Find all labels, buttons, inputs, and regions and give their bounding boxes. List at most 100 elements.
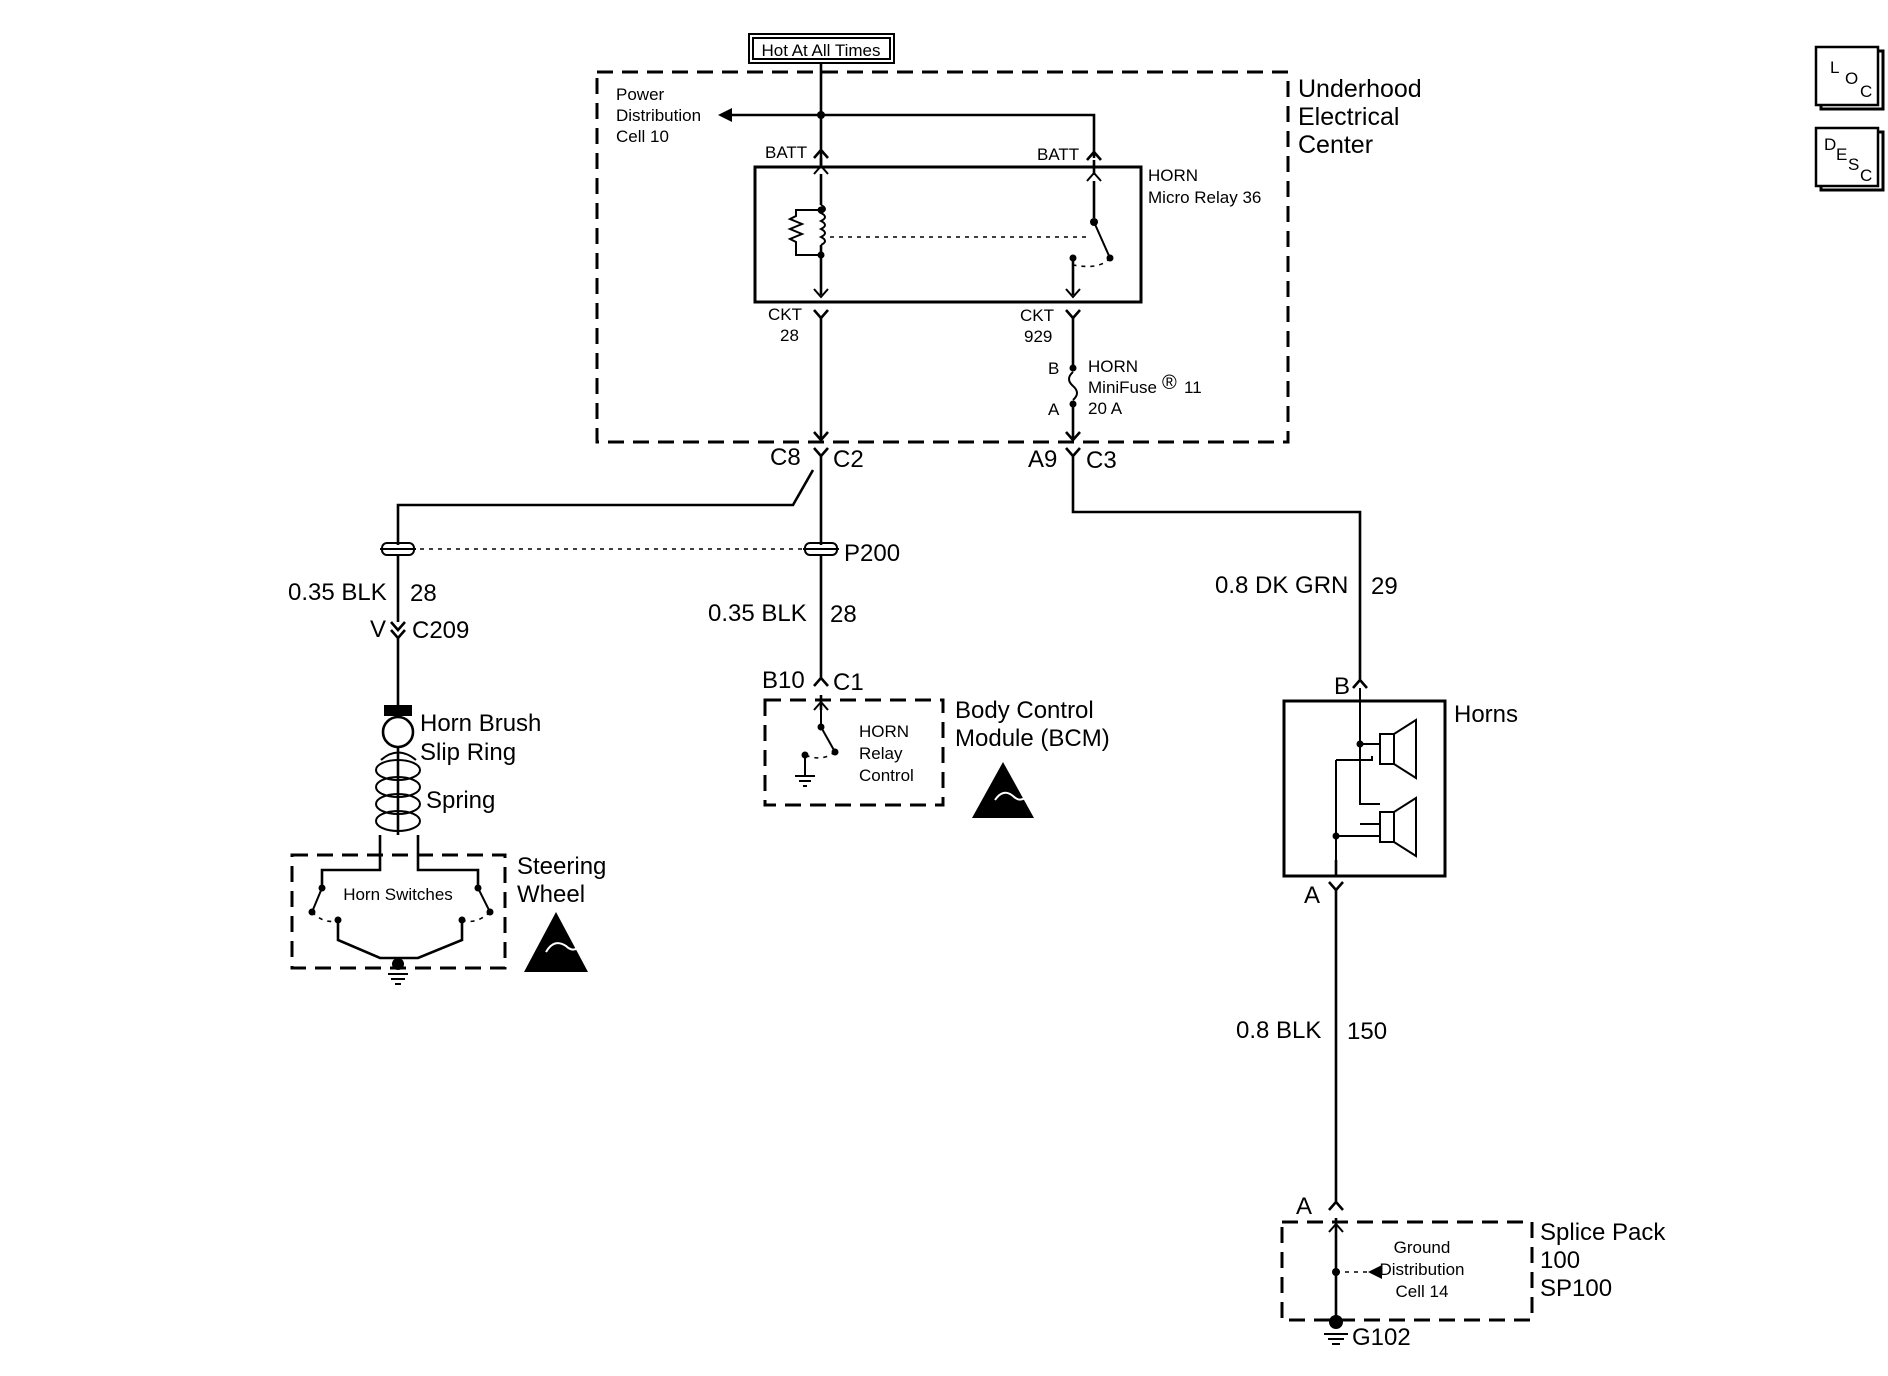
- relay-name-2: Micro Relay 36: [1148, 188, 1261, 207]
- connector-v-label: V: [370, 616, 386, 643]
- connector-c3-label: C3: [1086, 447, 1117, 474]
- spring-label: Spring: [426, 787, 495, 814]
- bcm-boundary: [763, 698, 945, 807]
- pdc-arrow-icon: [718, 108, 732, 122]
- splice-label-1: Splice Pack: [1540, 1219, 1666, 1246]
- g102-ground-icon: [1329, 1315, 1343, 1329]
- connector-c2-label: C2: [833, 446, 864, 473]
- esd-warning-icon-steering: [524, 912, 588, 972]
- horn-micro-relay-box: [753, 165, 1143, 304]
- pdc-label-2: Distribution: [616, 106, 701, 125]
- connector-c1-label: C1: [833, 669, 864, 696]
- underhood-electrical-center-boundary: [595, 70, 1290, 444]
- ckt-left-1: CKT: [768, 305, 802, 324]
- pdc-label-1: Power: [616, 85, 665, 104]
- g102-label: G102: [1352, 1324, 1411, 1351]
- relay-pin-batt-right-icon: [1086, 150, 1102, 161]
- ckt-right-2: 929: [1024, 327, 1052, 346]
- desc-letter-s: S: [1848, 155, 1859, 174]
- relay-switch-icon: [1065, 160, 1114, 299]
- horn-pin-a-label: A: [1304, 882, 1320, 909]
- fuse-pin-b: B: [1048, 359, 1059, 378]
- relay-batt-right: BATT: [1037, 145, 1079, 164]
- steering-label-1: Steering: [517, 853, 606, 880]
- splice-pack-boundary: [1280, 1220, 1534, 1322]
- gd-label-1: Ground: [1394, 1238, 1451, 1257]
- horn-switches-label: Horn Switches: [343, 885, 453, 904]
- right-wire-gauge: 0.8 DK GRN: [1215, 572, 1348, 599]
- desc-button[interactable]: D E S C: [1814, 126, 1885, 192]
- fuse-registered-mark: ®: [1162, 372, 1177, 394]
- horn-speaker-icons: [1332, 688, 1417, 860]
- gd-label-3: Cell 14: [1396, 1282, 1449, 1301]
- gd-label-2: Distribution: [1379, 1260, 1464, 1279]
- slip-ring-icon: [381, 715, 415, 749]
- relay-batt-left: BATT: [765, 143, 807, 162]
- ckt-right-1: CKT: [1020, 306, 1054, 325]
- uec-label-1: Underhood: [1298, 75, 1422, 103]
- horn-pin-b-label: B: [1334, 673, 1350, 700]
- p200-label: P200: [844, 540, 900, 567]
- left-wire-ckt: 28: [410, 580, 437, 607]
- connector-c1-icon: [813, 676, 829, 687]
- mid-wire-gauge: 0.35 BLK: [708, 600, 807, 627]
- desc-letter-d: D: [1824, 135, 1836, 154]
- esd-warning-icon-bcm: [972, 762, 1034, 818]
- bcm-ctrl-2: Relay: [859, 744, 903, 763]
- hot-at-all-times-box: Hot At All Times: [748, 33, 895, 64]
- pdc-label-3: Cell 10: [616, 127, 669, 146]
- splice-label-3: SP100: [1540, 1275, 1612, 1302]
- horns-box: [1282, 699, 1447, 878]
- bcm-label-1: Body Control: [955, 697, 1094, 724]
- fuse-pin-a: A: [1048, 400, 1060, 419]
- ground-wire-ckt: 150: [1347, 1018, 1387, 1045]
- splice-pin-a-icon: [1328, 1200, 1344, 1211]
- horns-label: Horns: [1454, 701, 1518, 728]
- splice-label-2: 100: [1540, 1247, 1580, 1274]
- bcm-ctrl-1: HORN: [859, 722, 909, 741]
- left-wire-gauge: 0.35 BLK: [288, 579, 387, 606]
- bcm-ctrl-3: Control: [859, 766, 914, 785]
- loc-letter-o: O: [1845, 69, 1858, 88]
- desc-letter-e: E: [1836, 145, 1847, 164]
- connector-b10-label: B10: [762, 667, 805, 694]
- connector-c3-icon: [1065, 447, 1081, 458]
- right-wire-ckt: 29: [1371, 573, 1398, 600]
- splice-pin-a-label: A: [1296, 1193, 1312, 1220]
- loc-letter-c: C: [1860, 82, 1872, 101]
- spring-coil-icon: [375, 747, 421, 835]
- steering-label-2: Wheel: [517, 881, 585, 908]
- fuse-rating: 20 A: [1088, 399, 1123, 418]
- brush-label-1: Horn Brush: [420, 710, 541, 737]
- horn-switch-right-icon: [458, 884, 494, 924]
- steering-ground-icon: [392, 958, 404, 970]
- steering-wheel-boundary: [290, 853, 507, 970]
- hot-at-all-times-label: Hot At All Times: [761, 41, 880, 60]
- connector-c209-label: C209: [412, 617, 469, 644]
- horn-minifuse-icon: [1068, 371, 1078, 401]
- connector-c8-label: C8: [770, 444, 801, 471]
- horn-pin-b-icon: [1352, 678, 1368, 689]
- fuse-label-1: HORN: [1088, 357, 1138, 376]
- horn-brush-icon: [384, 705, 412, 716]
- horn-switch-left-icon: [308, 884, 342, 924]
- connector-c209-icon: [390, 621, 406, 640]
- relay-coil-icon: [787, 158, 829, 299]
- relay-pin-batt-left-icon: [813, 148, 829, 159]
- relay-name-1: HORN: [1148, 166, 1198, 185]
- ground-wire-gauge: 0.8 BLK: [1236, 1017, 1321, 1044]
- bcm-label-2: Module (BCM): [955, 725, 1110, 752]
- fuse-label-2: MiniFuse: [1088, 378, 1157, 397]
- uec-label-2: Electrical: [1298, 103, 1399, 131]
- desc-letter-c: C: [1860, 166, 1872, 185]
- loc-button[interactable]: L O C: [1814, 45, 1885, 111]
- loc-letter-l: L: [1830, 58, 1839, 77]
- ckt-left-2: 28: [780, 326, 799, 345]
- connector-c2-icon: [813, 447, 829, 458]
- gdc-arrow-icon: [1368, 1265, 1382, 1279]
- uec-label-3: Center: [1298, 131, 1373, 159]
- connector-a9-label: A9: [1028, 446, 1057, 473]
- horn-pin-a-icon: [1328, 881, 1344, 892]
- brush-label-2: Slip Ring: [420, 739, 516, 766]
